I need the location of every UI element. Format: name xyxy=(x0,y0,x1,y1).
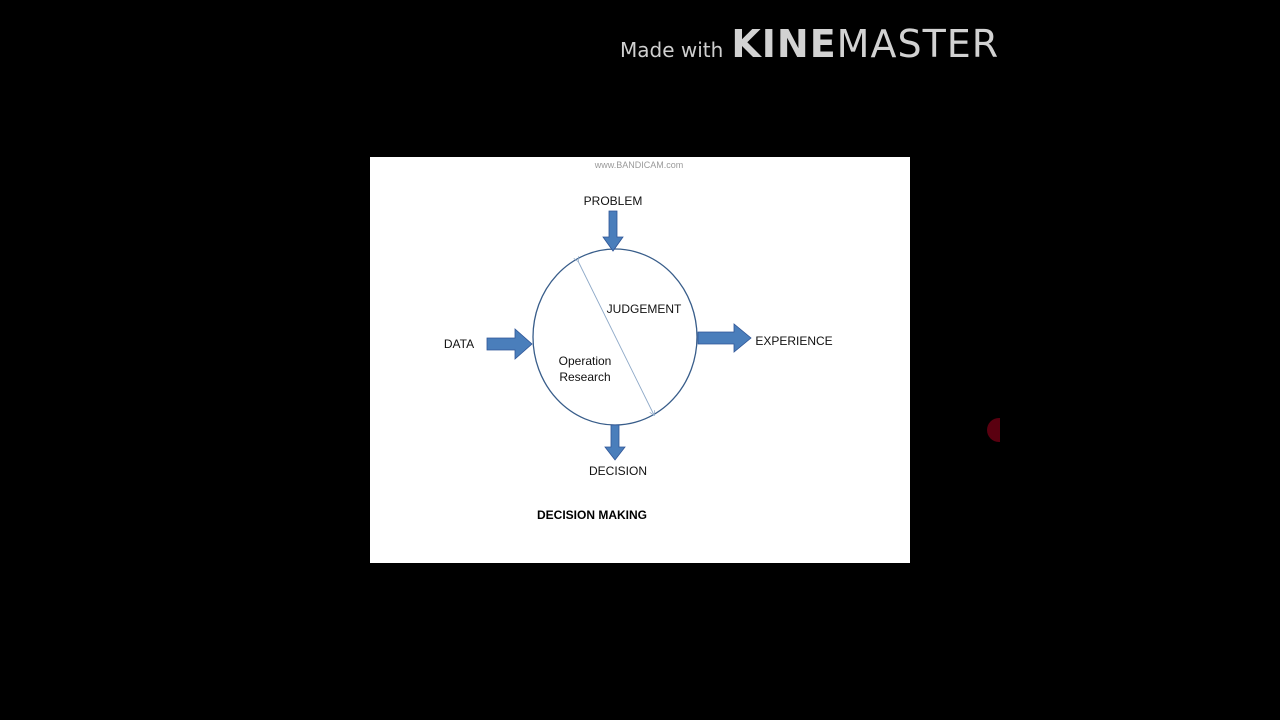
decision-arrow xyxy=(604,424,626,461)
diagram-title: DECISION MAKING xyxy=(537,508,647,522)
operation-label-line2: Research xyxy=(559,370,610,384)
slide: www.BANDICAM.com PROBLEM DATA EXPERIENCE… xyxy=(370,157,910,563)
experience-arrow xyxy=(697,323,752,353)
experience-label: EXPERIENCE xyxy=(755,334,832,348)
problem-arrow xyxy=(602,210,624,252)
watermark-brand-bold: KINE xyxy=(731,22,837,66)
watermark-made-with: Made with xyxy=(620,38,724,62)
data-label: DATA xyxy=(444,337,474,351)
judgement-label: JUDGEMENT xyxy=(607,302,682,316)
watermark-brand-light: MASTER xyxy=(836,22,1000,66)
kinemaster-watermark: Made with KINE MASTER xyxy=(620,22,999,66)
process-circle xyxy=(532,248,698,426)
divider-double-arrow xyxy=(578,261,654,415)
data-arrow xyxy=(486,328,533,360)
problem-label: PROBLEM xyxy=(584,194,643,208)
operation-label-line1: Operation xyxy=(559,354,612,368)
decision-label: DECISION xyxy=(589,464,647,478)
record-indicator-dot xyxy=(987,418,1000,442)
decision-making-diagram: www.BANDICAM.com PROBLEM DATA EXPERIENCE… xyxy=(444,160,833,522)
bandicam-watermark: www.BANDICAM.com xyxy=(594,160,684,170)
